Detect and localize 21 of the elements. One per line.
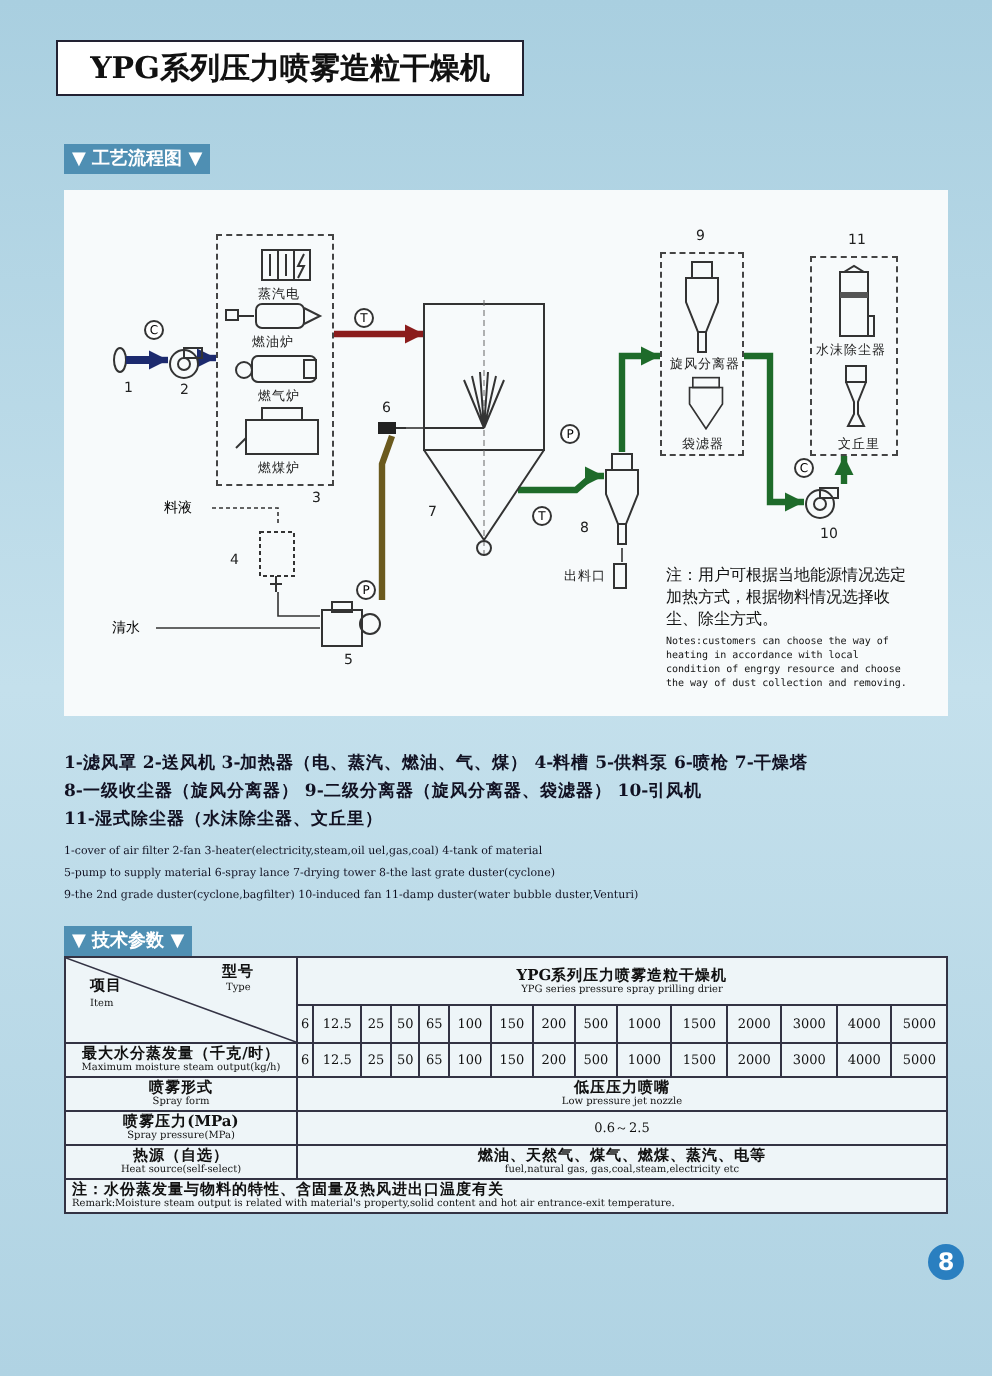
legend-text: 11-湿式除尘器（水沫除尘器、文丘里） <box>64 808 383 832</box>
pipe-line <box>405 427 425 429</box>
pipe-arrow <box>618 346 660 452</box>
pipe-line <box>155 627 321 629</box>
pipe-arrow <box>834 456 854 484</box>
pipe-arrow <box>518 466 604 494</box>
pipe-arrow <box>196 348 216 368</box>
legend-text: 1-滤风罩 2-送风机 3-加热器（电、蒸汽、燃油、气、煤） 4-料槽 5-供料泵 6-喷枪 7-干燥塔 <box>64 752 808 776</box>
page-number-badge: 8 <box>928 1244 964 1280</box>
legend-text: 8-一级收尘器（旋风分离器） 9-二级分离器（旋风分离器、袋滤器） 10-引风机 <box>64 780 703 804</box>
pipe-arrow <box>334 324 424 344</box>
note-text: 注：用户可根据当地能源情况选定加热方式，根据物料情况选择收尘、除尘方式。 <box>666 564 908 630</box>
section-heading: ▼ 技术参数 ▼ <box>64 926 193 956</box>
pipe-line <box>277 591 321 617</box>
pipe-line <box>211 507 279 525</box>
pipe-arrow <box>744 352 804 512</box>
section-heading: ▼ 工艺流程图 ▼ <box>64 144 211 174</box>
pipe-line <box>621 547 623 563</box>
title-banner: YPG系列压力喷雾造粒干燥机 <box>56 40 524 96</box>
pipe-line <box>378 434 395 600</box>
pipe-arrow <box>148 350 168 370</box>
